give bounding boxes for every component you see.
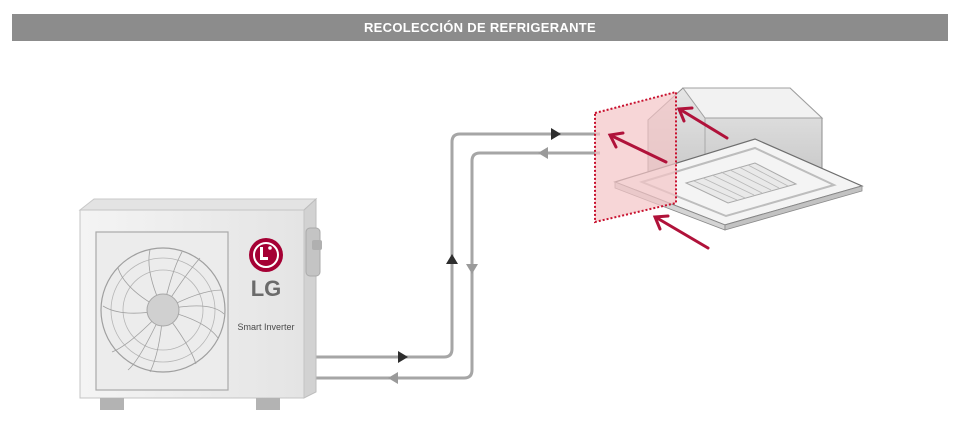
- airflow-arrows: [607, 106, 729, 250]
- flow-arrow-icon: [551, 128, 561, 140]
- gas-line-pipe: [316, 151, 600, 380]
- page-title: RECOLECCIÓN DE REFRIGERANTE: [363, 20, 596, 35]
- outdoor-unit: LG Smart Inverter: [78, 197, 322, 410]
- lg-logo-icon: [249, 238, 283, 272]
- title-bar: RECOLECCIÓN DE REFRIGERANTE: [12, 14, 948, 41]
- connection-highlight: [594, 90, 677, 224]
- flow-arrow-icon: [388, 372, 398, 384]
- airflow-arrow-icon: [652, 214, 710, 250]
- airflow-arrow-icon: [607, 131, 668, 164]
- model-label: Smart Inverter: [237, 322, 294, 332]
- flow-arrow-icon: [538, 147, 548, 159]
- liquid-line-pipe: [316, 132, 600, 359]
- flow-arrow-icon: [398, 351, 408, 363]
- fan-grille-icon: [95, 231, 229, 391]
- indoor-cassette-unit: [613, 87, 864, 231]
- refrigerant-pipes: [316, 132, 600, 380]
- highlight-zone: [594, 90, 677, 224]
- flow-arrow-icon: [466, 264, 478, 274]
- flow-arrows: [388, 128, 561, 384]
- flow-arrow-icon: [446, 254, 458, 264]
- brand-label: LG: [251, 276, 282, 301]
- airflow-arrow-icon: [676, 106, 729, 140]
